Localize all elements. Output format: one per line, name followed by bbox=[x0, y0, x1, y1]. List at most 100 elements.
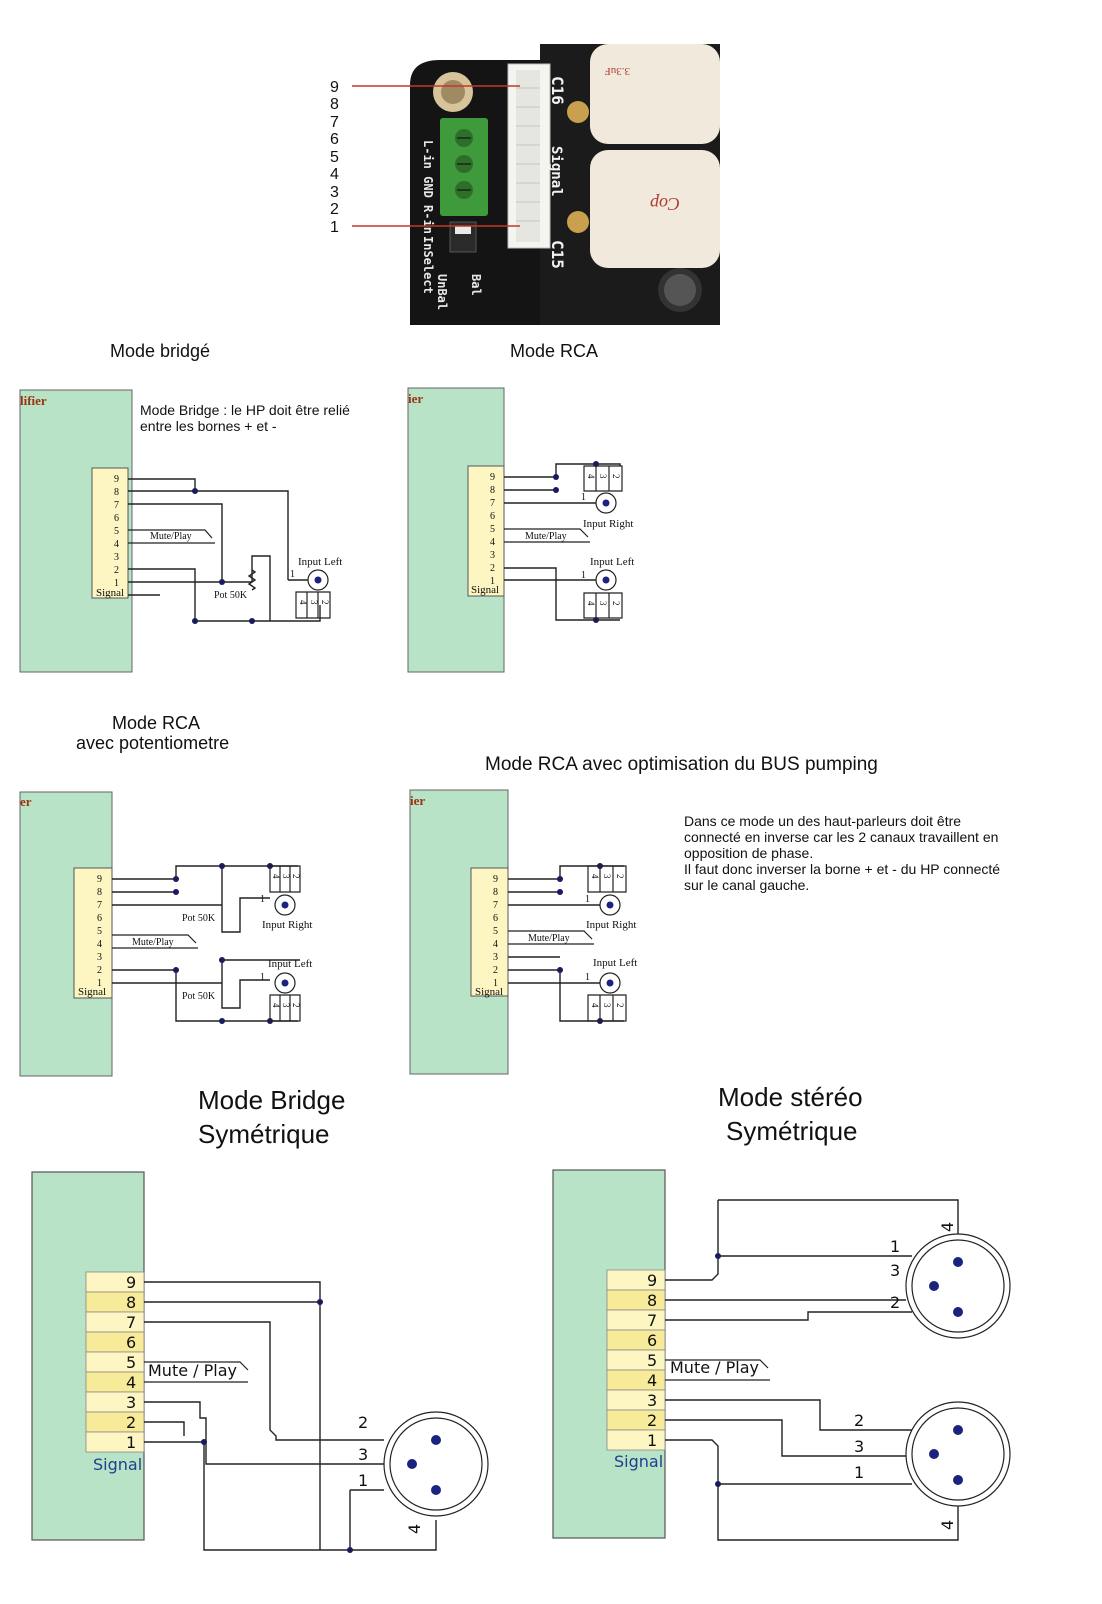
signal-label: Signal bbox=[78, 986, 106, 998]
bus-note-line2: connecté en inverse car les 2 canaux tra… bbox=[684, 829, 998, 845]
pin-8: 8 bbox=[126, 1293, 136, 1312]
pin-6: 6 bbox=[97, 913, 102, 924]
pin-7: 7 bbox=[114, 500, 119, 511]
pin-1: 1 bbox=[114, 578, 119, 589]
pin-1: 1 bbox=[493, 978, 498, 989]
rca-r-pin-1: 1 bbox=[585, 894, 590, 905]
input-left-label: Input Left bbox=[298, 556, 342, 568]
xlr-top-pin-3: 3 bbox=[890, 1261, 900, 1280]
rca-r-pin-2: 2 bbox=[611, 474, 621, 479]
pin-2: 2 bbox=[490, 563, 495, 574]
rca-l-pin-2: 2 bbox=[291, 1003, 301, 1008]
pin-5: 5 bbox=[97, 926, 102, 937]
silk-signal: Signal bbox=[548, 146, 564, 197]
photo-pin-1: 1 bbox=[330, 219, 339, 236]
photo-pin-6: 6 bbox=[330, 131, 339, 148]
pin-2: 2 bbox=[493, 965, 498, 976]
pin-1: 1 bbox=[126, 1433, 136, 1452]
rca-l-pin-2: 2 bbox=[615, 1003, 625, 1008]
mute-play-label: Mute / Play bbox=[148, 1361, 237, 1380]
signal-label: Signal bbox=[475, 986, 503, 998]
pin-3: 3 bbox=[647, 1391, 657, 1410]
xlr-connector-bottom bbox=[905, 1401, 1011, 1507]
mute-play-label: Mute/Play bbox=[525, 531, 567, 542]
pin-6: 6 bbox=[647, 1331, 657, 1350]
pin-1: 1 bbox=[490, 576, 495, 587]
pin-5: 5 bbox=[490, 524, 495, 535]
pin-1: 1 bbox=[97, 978, 102, 989]
xlr-bottom-pin-1: 1 bbox=[854, 1463, 864, 1482]
pin-4: 4 bbox=[647, 1371, 657, 1390]
pin-3: 3 bbox=[126, 1393, 136, 1412]
photo-pin-2: 2 bbox=[330, 201, 339, 218]
pin-9: 9 bbox=[114, 474, 119, 485]
xlr-connector-top bbox=[905, 1233, 1011, 1339]
rca-r-pin-4: 4 bbox=[586, 474, 596, 479]
mute-play-label: Mute/Play bbox=[150, 531, 192, 542]
board-label: ier bbox=[410, 793, 425, 808]
capacitor-c15 bbox=[590, 150, 720, 268]
rca-pin-4: 4 bbox=[298, 600, 308, 605]
pin-3: 3 bbox=[97, 952, 102, 963]
diagram-mode-rca: ier 9 8 7 6 5 4 3 2 1 Signal Mute/Play 4… bbox=[407, 387, 634, 673]
pin-9: 9 bbox=[97, 874, 102, 885]
xlr-pin-4: 4 bbox=[405, 1524, 424, 1534]
pin-2: 2 bbox=[647, 1411, 657, 1430]
silk-c15: C15 bbox=[548, 240, 567, 269]
pin-1: 1 bbox=[647, 1431, 657, 1450]
pin-5: 5 bbox=[493, 926, 498, 937]
pin-8: 8 bbox=[493, 887, 498, 898]
pin-5: 5 bbox=[647, 1351, 657, 1370]
title-mode-rca-bus: Mode RCA avec optimisation du BUS pumpin… bbox=[485, 754, 878, 775]
signal-label: Signal bbox=[614, 1452, 663, 1471]
rca-r-pin-3: 3 bbox=[281, 874, 291, 879]
bus-note-line1: Dans ce mode un des haut-parleurs doit ê… bbox=[684, 813, 961, 829]
pin-7: 7 bbox=[493, 900, 498, 911]
signal-header bbox=[73, 867, 113, 999]
pin-6: 6 bbox=[114, 513, 119, 524]
pin-8: 8 bbox=[490, 485, 495, 496]
rca-l-pin-1: 1 bbox=[260, 972, 265, 983]
pin-4: 4 bbox=[493, 939, 498, 950]
pin-5: 5 bbox=[126, 1353, 136, 1372]
photo-pin-numbers: 9 8 7 6 5 4 3 2 1 bbox=[330, 79, 339, 236]
xlr-pin-3: 3 bbox=[358, 1445, 368, 1464]
pin-9: 9 bbox=[490, 472, 495, 483]
silk-bal: Bal bbox=[469, 274, 483, 296]
input-right-label: Input Right bbox=[583, 518, 633, 530]
bus-note-line5: sur le canal gauche. bbox=[684, 877, 809, 893]
pin-5: 5 bbox=[114, 526, 119, 537]
xlr-bottom-pin-4: 4 bbox=[938, 1520, 957, 1530]
xlr-top-pin-4: 4 bbox=[938, 1222, 957, 1232]
rca-l-pin-4: 4 bbox=[586, 601, 596, 606]
silk-lin-gnd-rin: L-in GND R-in bbox=[421, 140, 435, 234]
board-label: er bbox=[20, 794, 32, 809]
photo-pin-5: 5 bbox=[330, 149, 339, 166]
rca-l-pin-3: 3 bbox=[281, 1003, 291, 1008]
pin-8: 8 bbox=[97, 887, 102, 898]
xlr-connector bbox=[383, 1411, 489, 1517]
xlr-bottom-pin-2: 2 bbox=[854, 1411, 864, 1430]
input-left-label: Input Left bbox=[590, 556, 634, 568]
pin-7: 7 bbox=[647, 1311, 657, 1330]
pin-4: 4 bbox=[114, 539, 119, 550]
signal-header bbox=[470, 867, 509, 997]
pin-3: 3 bbox=[493, 952, 498, 963]
rca-r-pin-1: 1 bbox=[260, 894, 265, 905]
capacitor-c16 bbox=[590, 44, 720, 144]
photo-pin-9: 9 bbox=[330, 79, 339, 96]
rca-r-pin-4: 4 bbox=[590, 874, 600, 879]
xlr-bottom-pin-3: 3 bbox=[854, 1437, 864, 1456]
title-mode-rca-pot-2: avec potentiometre bbox=[76, 733, 229, 753]
cap-brand-text: Cop bbox=[650, 194, 680, 214]
mute-play-label: Mute / Play bbox=[670, 1358, 759, 1377]
signal-label: Signal bbox=[96, 587, 124, 599]
pin-8: 8 bbox=[114, 487, 119, 498]
pin-7: 7 bbox=[490, 498, 495, 509]
pin-2: 2 bbox=[126, 1413, 136, 1432]
bus-note-line4: Il faut donc inverser la borne + et - du… bbox=[684, 861, 1000, 877]
title-mode-stereo-sym-1: Mode stéréo bbox=[718, 1082, 863, 1112]
pin-7: 7 bbox=[126, 1313, 136, 1332]
silk-inselect: InSelect bbox=[421, 236, 435, 294]
rca-l-pin-4: 4 bbox=[271, 1003, 281, 1008]
